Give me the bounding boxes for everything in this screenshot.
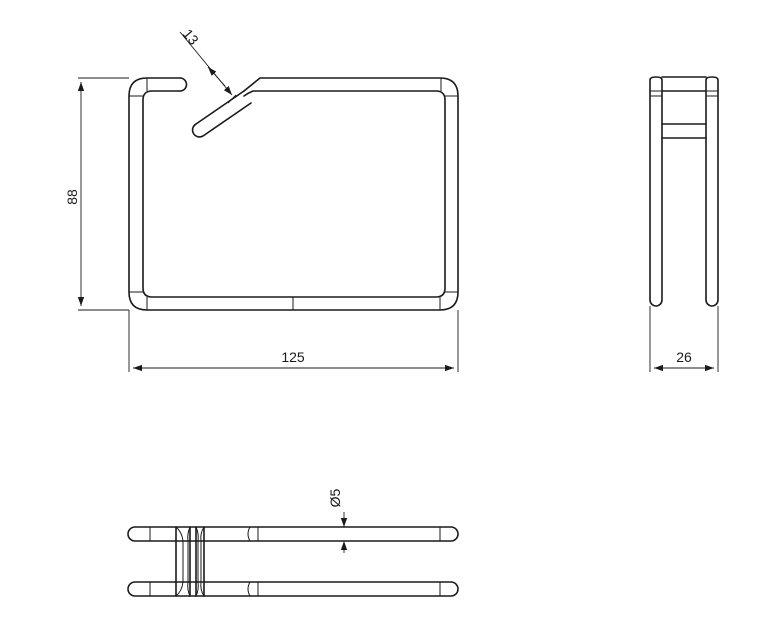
front-view: 88 125 13 <box>64 26 459 372</box>
bottom-view-lower-bar <box>127 581 459 597</box>
side-view-top-bar <box>661 76 707 92</box>
depth-label: 26 <box>676 349 692 365</box>
slot-arrow-back <box>207 66 226 87</box>
bottom-view-connector <box>175 526 205 597</box>
bottom-view-joints <box>149 526 441 597</box>
bottom-view-upper-bar <box>127 526 459 542</box>
side-view-bend-lines <box>650 90 718 97</box>
front-view-slot <box>191 90 252 138</box>
side-view-right-wire <box>705 76 719 307</box>
bottom-view: Ø5 <box>127 488 459 597</box>
side-view-left-wire <box>649 76 663 307</box>
side-view-cross-bar <box>661 123 707 139</box>
side-view: 26 <box>649 76 719 372</box>
front-view-inner-contour <box>142 90 446 298</box>
width-extension-lines <box>128 310 459 372</box>
diameter-label: Ø5 <box>327 488 343 507</box>
front-view-bend-lines <box>129 78 458 310</box>
bottom-view-connector-curves <box>175 526 205 597</box>
height-label: 88 <box>64 189 80 205</box>
height-extension-lines <box>78 77 129 311</box>
slot-label: 13 <box>180 26 202 48</box>
front-view-slot-end <box>227 94 237 104</box>
width-label: 125 <box>281 349 305 365</box>
front-view-outer-contour <box>128 77 459 311</box>
depth-extension-lines <box>649 306 719 372</box>
front-view-wire-end <box>179 77 188 92</box>
